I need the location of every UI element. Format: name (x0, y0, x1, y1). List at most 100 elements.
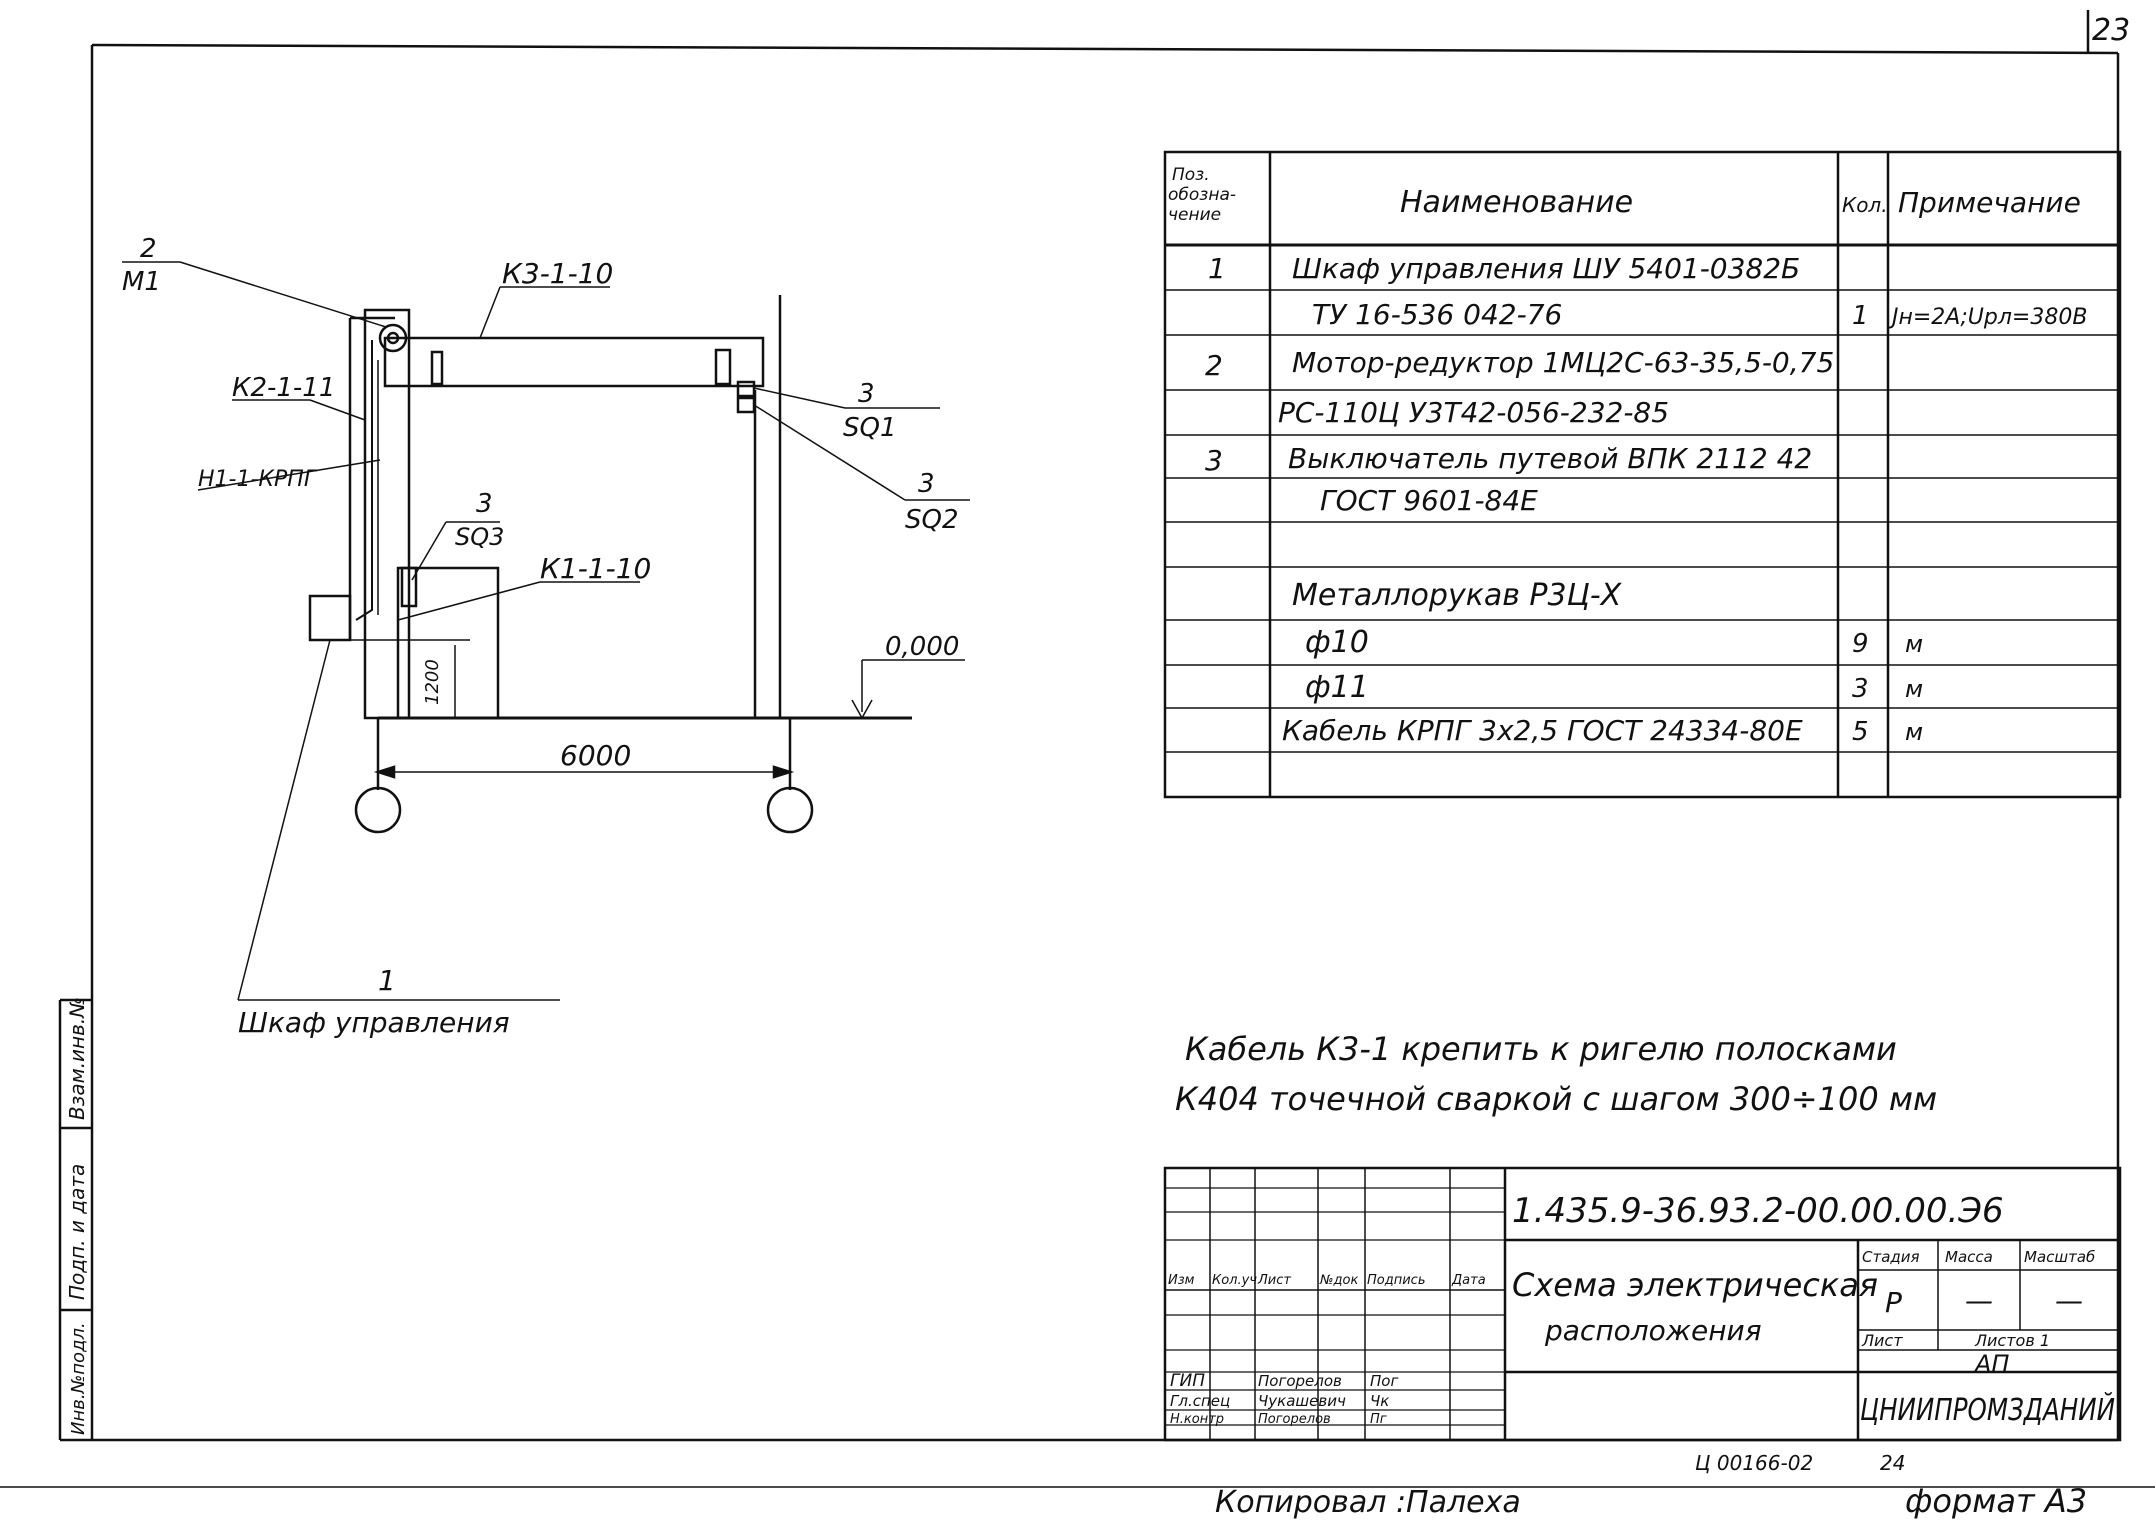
spec-row-name: Кабель КРПГ 3х2,5 ГОСТ 24334-80Е (1282, 714, 1803, 747)
spec-row-name: Металлорукав Р3Ц-Х (1292, 578, 1623, 613)
spec-row-note: м (1905, 630, 1923, 658)
footer-format: формат А3 (1905, 1482, 2087, 1520)
staff-signature: Чк (1370, 1392, 1389, 1410)
mass-label: Масса (1945, 1248, 1993, 1266)
label-cable-k1: К1-1-10 (540, 552, 651, 585)
label-sq1-code: SQ1 (843, 413, 897, 443)
scale-value: — (2055, 1284, 2083, 1317)
page-number: 23 (2092, 13, 2130, 48)
spec-row-qty: 3 (1852, 674, 1869, 704)
footer-doc-code: Ц 00166-02 (1695, 1451, 1813, 1475)
label-height-dimension: 1200 (422, 659, 443, 705)
drawing-title-line-1: Схема электрическая (1512, 1266, 1878, 1304)
diagram-labels: 2 М1 К3-1-10 К2-1-11 Н1-1-КРПГ 3 SQ3 К1-… (122, 234, 959, 1039)
spec-row-name: ф11 (1305, 670, 1369, 705)
spec-row-name: РС-110Ц У3Т42-056-232-85 (1278, 396, 1669, 429)
col-header-signature: Подпись (1367, 1273, 1425, 1288)
staff-signature: Пг (1370, 1412, 1387, 1427)
label-cable-k3: К3-1-10 (502, 257, 613, 290)
staff-role: ГИП (1170, 1371, 1205, 1391)
label-cabinet-name: Шкаф управления (238, 1006, 510, 1039)
note-line-1: Кабель К3-1 крепить к ригелю полосками (1185, 1030, 1897, 1068)
spec-row-name: ТУ 16-536 042-76 (1312, 298, 1562, 331)
spec-row-note: м (1905, 718, 1923, 746)
side-stamp-signature-date: Подп. и дата (65, 1164, 89, 1300)
staff-signature: Пог (1370, 1372, 1398, 1390)
wheel-right (766, 786, 814, 834)
control-cabinet (308, 594, 352, 642)
label-cable-h1: Н1-1-КРПГ (198, 467, 318, 492)
title-block-grid (1163, 1166, 2122, 1442)
staff-name: Чукашевич (1258, 1392, 1346, 1410)
spec-row-pos: 1 (1208, 252, 1226, 285)
spec-row-note: Jн=2А;Uрл=380В (1888, 305, 2087, 330)
side-stamp (58, 998, 92, 1442)
document-designation: 1.435.9-36.93.2-00.00.00.Э6 (1512, 1191, 2004, 1231)
spec-table-grid (1163, 150, 2122, 799)
spec-row-name: Выключатель путевой ВПК 2112 42 (1288, 442, 1812, 475)
label-sq1-number: 3 (858, 379, 875, 409)
stage-value: Р (1885, 1286, 1902, 1319)
trolley-block-left (430, 350, 444, 386)
col-header-doc-no: №док (1319, 1273, 1358, 1288)
lower-block (396, 566, 500, 720)
col-header-list: Лист (1257, 1273, 1291, 1288)
spec-row-pos: 2 (1205, 349, 1223, 382)
spec-row-qty: 5 (1852, 717, 1869, 747)
label-cabinet-number: 1 (378, 964, 396, 997)
spec-row-pos: 3 (1205, 444, 1223, 477)
motor-pulley (378, 323, 408, 353)
label-sq3-code: SQ3 (455, 523, 504, 551)
cable-conduit-k2 (355, 340, 373, 621)
side-stamp-replacement: Взам.инв.№ (65, 997, 89, 1120)
staff-role: Гл.спец (1170, 1392, 1230, 1410)
spec-row-name: ГОСТ 9601-84Е (1320, 484, 1538, 517)
col-header-kol-uch: Кол.уч (1212, 1273, 1257, 1288)
organization-name: ЦНИИПРОМЗДАНИЙ (1860, 1392, 2115, 1428)
spec-row-name: Мотор-редуктор 1МЦ2С-63-35,5-0,75 (1292, 346, 1834, 379)
drawing-title-line-2: расположения (1544, 1314, 1762, 1347)
scale-label: Масштаб (2024, 1248, 2095, 1266)
footer-doc-page: 24 (1880, 1451, 1905, 1475)
staff-name: Погорелов (1258, 1412, 1331, 1427)
stage-label: Стадия (1862, 1248, 1920, 1266)
installation-diagram (122, 261, 970, 1001)
label-sq2-number: 3 (918, 469, 935, 499)
footer-copied-by: Копировал :Палеха (1215, 1485, 1521, 1520)
organization-code: АП (1973, 1350, 2009, 1378)
spec-row-name: Шкаф управления ШУ 5401-0382Б (1292, 252, 1800, 285)
label-motor-number: 2 (140, 234, 157, 264)
col-header-date: Дата (1451, 1273, 1486, 1288)
spec-header-pos-3: чение (1168, 205, 1221, 225)
spec-header-qty: Кол. (1842, 193, 1888, 217)
spec-table-rows: 1 Шкаф управления ШУ 5401-0382Б ТУ 16-53… (1205, 252, 2087, 747)
col-header-izm: Изм (1168, 1273, 1195, 1288)
limit-switch-sq1 (736, 380, 756, 398)
spec-row-name: ф10 (1305, 625, 1369, 660)
label-width-dimension: 6000 (560, 739, 631, 772)
spec-header-pos-2: обозна- (1168, 185, 1236, 205)
spec-row-note: м (1905, 675, 1923, 703)
wheel-left (354, 786, 402, 834)
label-motor-code: М1 (122, 267, 161, 297)
limit-switch-sq2 (736, 396, 756, 414)
label-sq2-code: SQ2 (905, 505, 959, 535)
spec-header-note: Примечание (1898, 186, 2081, 219)
spec-header-name: Наименование (1400, 185, 1633, 220)
sheet-label: Лист (1861, 1331, 1903, 1350)
note-line-2: К404 точечной сваркой с шагом 300÷100 мм (1175, 1080, 1937, 1118)
title-block: 1.435.9-36.93.2-00.00.00.Э6 Схема электр… (1168, 1191, 2115, 1428)
staff-role: Н.контр (1170, 1412, 1224, 1427)
trolley-block-right (714, 348, 732, 386)
mass-value: — (1965, 1284, 1993, 1317)
label-sq3-number: 3 (476, 489, 493, 519)
spec-row-qty: 1 (1852, 301, 1869, 331)
limit-switch-sq3 (400, 566, 418, 608)
label-level-mark: 0,000 (885, 632, 959, 662)
sheets-label: Листов 1 (1974, 1331, 2050, 1350)
label-cable-k2: К2-1-11 (232, 373, 335, 403)
spec-row-qty: 9 (1852, 629, 1869, 659)
crane-girder (383, 336, 765, 388)
